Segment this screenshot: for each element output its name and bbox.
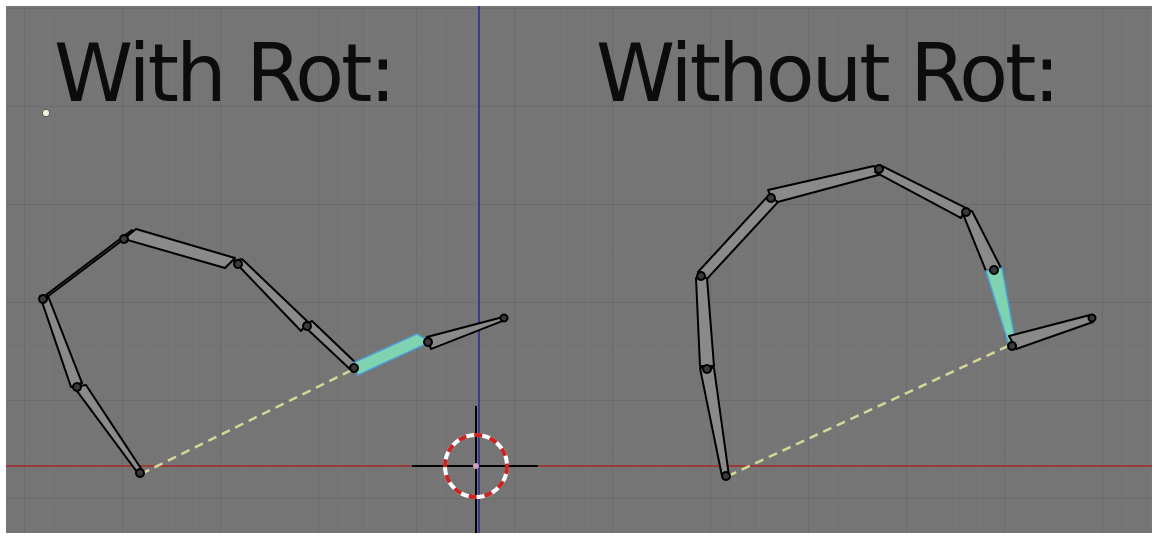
armature-origin-icon[interactable]	[42, 109, 50, 117]
bone	[39, 295, 83, 388]
bone	[695, 277, 715, 367]
bone	[123, 228, 236, 269]
armature-without-rot[interactable]	[695, 164, 1097, 481]
label-with-rot: With Rot:	[54, 27, 396, 120]
ik-bone	[352, 333, 431, 376]
bone	[1008, 314, 1094, 350]
ik-bone	[985, 267, 1017, 346]
bone	[303, 320, 359, 373]
bone	[699, 367, 730, 477]
3d-cursor-icon[interactable]	[412, 406, 538, 533]
ik-line-without-rot	[727, 344, 1009, 478]
bone	[73, 384, 143, 473]
bone	[233, 258, 309, 332]
bone	[697, 195, 779, 282]
bone	[962, 210, 1002, 272]
bone	[874, 164, 967, 219]
3d-viewport[interactable]: With Rot: Without Rot:	[6, 6, 1152, 533]
bone	[41, 229, 133, 301]
armature-with-rot[interactable]	[38, 228, 509, 478]
ik-line-with-rot	[140, 368, 353, 476]
viewport-overlay	[6, 6, 1152, 533]
label-without-rot: Without Rot:	[596, 27, 1060, 120]
bone	[426, 316, 506, 350]
bone	[767, 165, 883, 204]
